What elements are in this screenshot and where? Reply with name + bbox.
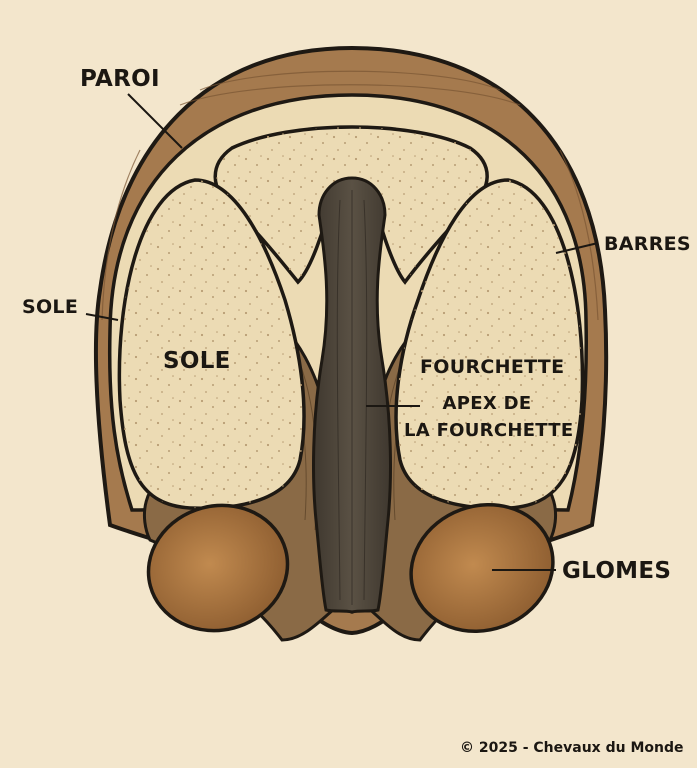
label-paroi: PAROI <box>80 66 160 92</box>
leader-paroi <box>127 93 183 149</box>
leader-barres <box>555 242 599 254</box>
wall-texture <box>101 70 599 321</box>
label-barres: BARRES <box>604 233 691 255</box>
label-apex: APEX DE LA FOURCHETTE <box>404 390 574 444</box>
copyright-text: © 2025 - Chevaux du Monde <box>460 740 684 756</box>
label-sole-inner: SOLE <box>163 348 231 374</box>
label-sole-outer: SOLE <box>22 296 79 318</box>
frog-texture <box>336 189 368 605</box>
leader-sole <box>85 313 119 321</box>
label-fourchette: FOURCHETTE <box>420 356 565 378</box>
label-glomes: GLOMES <box>562 558 672 584</box>
heel-bulb-left <box>146 503 290 633</box>
heel-bulb-right <box>409 502 555 634</box>
label-apex-line2: LA FOURCHETTE <box>404 420 574 441</box>
label-apex-line1: APEX DE <box>442 393 532 414</box>
